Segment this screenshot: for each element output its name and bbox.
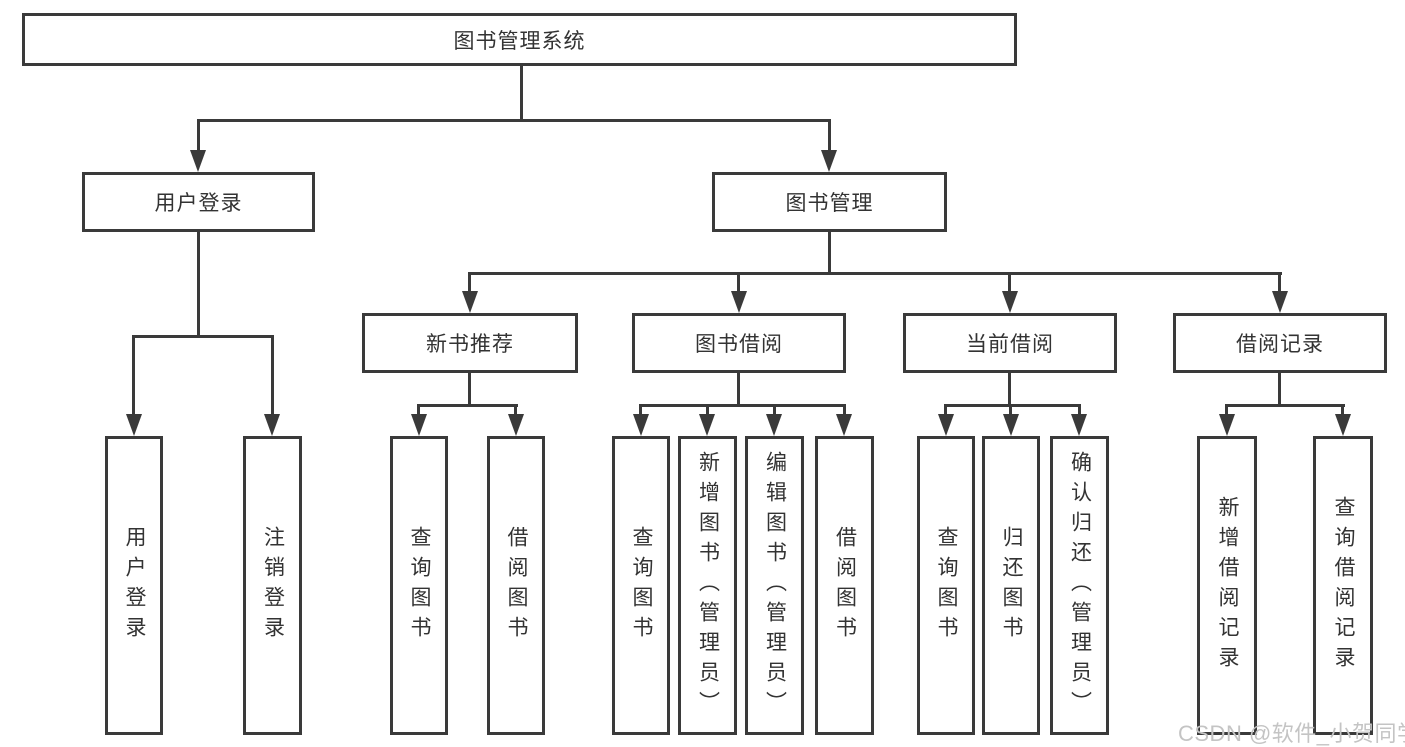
leaf-user-login-label: 用户登录	[123, 525, 147, 646]
arrow-down-icon	[411, 414, 427, 436]
connector-line	[468, 370, 471, 407]
connector-line	[944, 404, 947, 416]
leaf-return-books: 归还图书	[982, 436, 1040, 735]
leaf-borrow-books-2: 借阅图书	[815, 436, 874, 735]
connector-line	[843, 404, 846, 416]
connector-line	[417, 404, 420, 416]
arrow-down-icon	[766, 414, 782, 436]
node-new-book-recommend-label: 新书推荐	[426, 333, 514, 356]
connector-line	[468, 272, 471, 294]
leaf-borrow-books-1-label: 借阅图书	[505, 525, 529, 646]
arrow-down-icon	[462, 291, 478, 313]
leaf-add-books-admin: 新增图书（管理员）	[678, 436, 737, 735]
node-current-borrowing: 当前借阅	[903, 313, 1117, 373]
node-book-management: 图书管理	[712, 172, 947, 232]
node-current-borrowing-label: 当前借阅	[966, 333, 1054, 356]
arrow-down-icon	[264, 414, 280, 436]
leaf-confirm-return-admin: 确认归还（管理员）	[1050, 436, 1109, 735]
csdn-watermark: CSDN @软件_小贺同学	[1178, 721, 1405, 746]
leaf-query-books-2: 查询图书	[612, 436, 670, 735]
leaf-confirm-return-admin-label: 确认归还（管理员）	[1068, 450, 1092, 721]
arrow-down-icon	[508, 414, 524, 436]
connector-line	[639, 404, 846, 407]
leaf-add-borrow-record: 新增借阅记录	[1197, 436, 1257, 735]
arrow-down-icon	[1071, 414, 1087, 436]
leaf-query-books-3-label: 查询图书	[935, 525, 959, 646]
node-book-borrowing: 图书借阅	[632, 313, 846, 373]
connector-line	[271, 335, 274, 415]
node-new-book-recommend: 新书推荐	[362, 313, 578, 373]
arrow-down-icon	[633, 414, 649, 436]
arrow-down-icon	[190, 150, 206, 172]
leaf-query-books-1-label: 查询图书	[408, 525, 432, 646]
arrow-down-icon	[731, 291, 747, 313]
leaf-query-borrow-record-label: 查询借阅记录	[1332, 495, 1356, 676]
node-book-management-label: 图书管理	[785, 192, 874, 215]
node-root: 图书管理系统	[22, 13, 1017, 66]
leaf-query-books-1: 查询图书	[390, 436, 448, 735]
connector-line	[828, 119, 831, 154]
connector-line	[944, 404, 1081, 407]
connector-line	[1008, 272, 1011, 294]
connector-line	[520, 66, 523, 122]
leaf-logout-label: 注销登录	[261, 525, 285, 646]
leaf-borrow-books-1: 借阅图书	[487, 436, 545, 735]
connector-line	[132, 335, 135, 415]
connector-line	[468, 272, 1282, 275]
leaf-borrow-books-2-label: 借阅图书	[833, 525, 857, 646]
leaf-edit-books-admin-label: 编辑图书（管理员）	[763, 450, 787, 721]
arrow-down-icon	[821, 150, 837, 172]
arrow-down-icon	[1335, 414, 1351, 436]
connector-line	[197, 229, 200, 337]
connector-line	[737, 370, 740, 407]
node-user-login-label: 用户登录	[154, 192, 243, 215]
leaf-return-books-label: 归还图书	[1000, 525, 1024, 646]
connector-line	[197, 119, 831, 122]
connector-line	[639, 404, 642, 416]
leaf-edit-books-admin: 编辑图书（管理员）	[745, 436, 804, 735]
connector-line	[417, 404, 518, 407]
connector-line	[706, 404, 709, 416]
connector-line	[1341, 404, 1344, 416]
connector-line	[1078, 404, 1081, 416]
arrow-down-icon	[1219, 414, 1235, 436]
connector-line	[514, 404, 517, 416]
leaf-user-login: 用户登录	[105, 436, 163, 735]
node-root-label: 图书管理系统	[453, 29, 586, 53]
leaf-add-books-admin-label: 新增图书（管理员）	[696, 450, 720, 721]
arrow-down-icon	[1272, 291, 1288, 313]
node-user-login: 用户登录	[82, 172, 315, 232]
connector-line	[828, 229, 831, 275]
node-borrow-records-label: 借阅记录	[1236, 333, 1324, 356]
arrow-down-icon	[1003, 414, 1019, 436]
leaf-query-books-3: 查询图书	[917, 436, 975, 735]
node-borrow-records: 借阅记录	[1173, 313, 1387, 373]
arrow-down-icon	[1002, 291, 1018, 313]
arrow-down-icon	[126, 414, 142, 436]
connector-line	[1225, 404, 1228, 416]
leaf-add-borrow-record-label: 新增借阅记录	[1216, 495, 1240, 676]
arrow-down-icon	[699, 414, 715, 436]
node-book-borrowing-label: 图书借阅	[695, 333, 783, 356]
connector-line	[1009, 404, 1012, 416]
connector-line	[773, 404, 776, 416]
connector-line	[197, 119, 200, 154]
connector-line	[1008, 370, 1011, 407]
leaf-logout: 注销登录	[243, 436, 302, 735]
leaf-query-borrow-record: 查询借阅记录	[1313, 436, 1373, 735]
connector-line	[737, 272, 740, 294]
connector-line	[132, 335, 274, 338]
connector-line	[1225, 404, 1345, 407]
arrow-down-icon	[836, 414, 852, 436]
connector-line	[1278, 272, 1281, 294]
arrow-down-icon	[938, 414, 954, 436]
connector-line	[1278, 370, 1281, 407]
leaf-query-books-2-label: 查询图书	[630, 525, 654, 646]
